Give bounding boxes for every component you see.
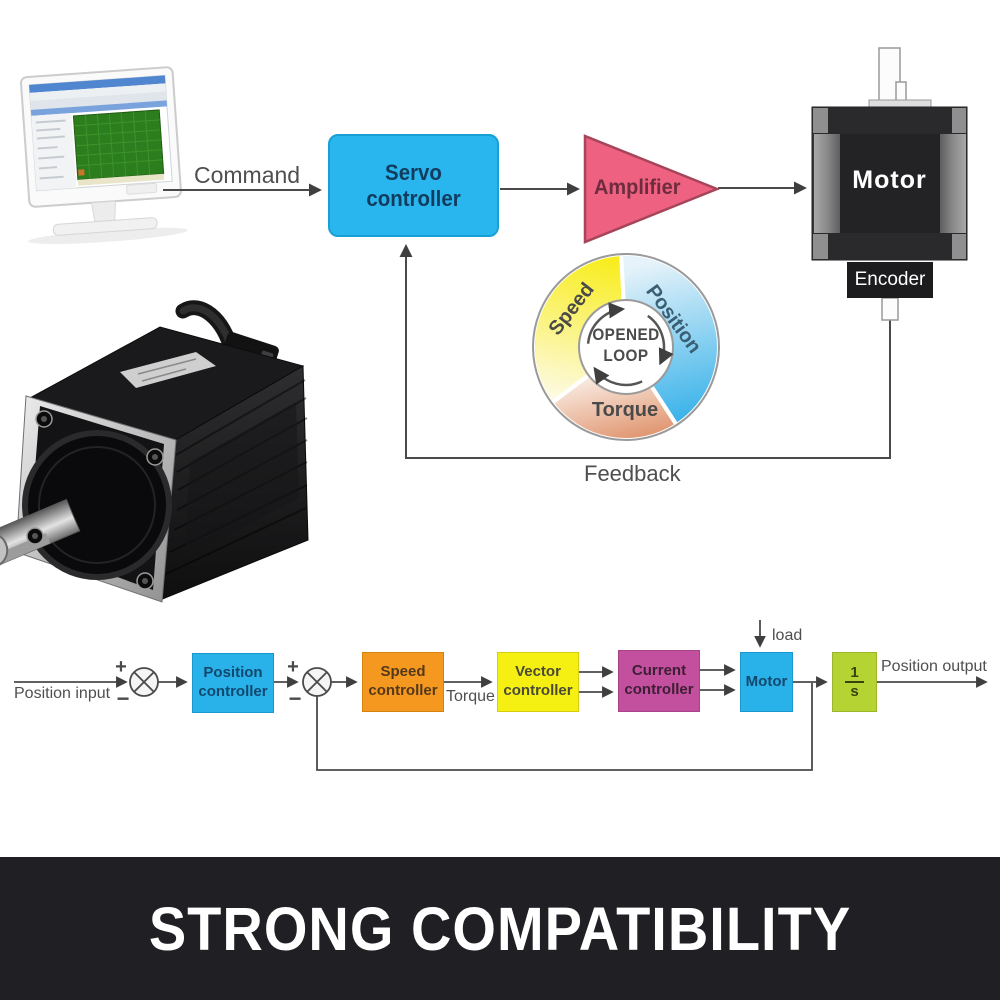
minus-sign-2: − [288, 686, 302, 711]
command-label: Command [194, 162, 301, 188]
feedback-label: Feedback [584, 461, 681, 486]
wheel-label-torque: Torque [591, 399, 659, 421]
vector-controller-box: Vector controller [497, 652, 579, 712]
integrator-box: 1 s [832, 652, 877, 712]
amplifier-triangle [583, 134, 721, 244]
motor-label [120, 352, 216, 388]
faceplate-screws [26, 410, 164, 590]
opened-loop-line2: LOOP [603, 346, 649, 366]
current-controller-box: Current controller [618, 650, 700, 712]
plus-sign-1: + [115, 656, 127, 678]
speed-controller-box: Speed controller [362, 652, 444, 712]
integrator-fraction: 1 s [845, 663, 864, 701]
encoder-shaft [881, 297, 899, 321]
position-output-label: Position output [881, 658, 987, 675]
stepper-motor-photo [0, 300, 309, 603]
computer-monitor-graphic [20, 66, 188, 244]
banner: STRONG COMPATIBILITY [0, 857, 1000, 1000]
banner-headline: STRONG COMPATIBILITY [148, 893, 852, 964]
summing-junctions [129, 667, 332, 697]
opened-loop-line1: OPENED [592, 325, 660, 344]
motor-front-boss [22, 430, 172, 580]
block-diagram-connectors [14, 620, 988, 771]
top-flow-connectors [163, 181, 891, 459]
position-input-label: Position input [14, 685, 111, 702]
amplifier-label: Amplifier [594, 176, 681, 199]
opened-loop-center-text: OPENED LOOP [576, 324, 676, 367]
motor-unit-label: Motor [852, 166, 927, 194]
minus-sign-1: − [116, 686, 130, 711]
load-label: load [772, 627, 803, 644]
encoder-label: Encoder [854, 269, 926, 290]
integrator-denominator: s [845, 681, 864, 700]
encoder-box: Encoder [847, 262, 933, 298]
position-controller-box: Position controller [192, 653, 274, 713]
plus-sign-2: + [287, 656, 299, 678]
servo-controller-box: Servo controller [328, 134, 499, 237]
torque-signal-label: Torque [446, 688, 495, 705]
opened-loop-wheel [530, 252, 721, 442]
motor-unit-graphic [811, 47, 968, 321]
block-feedback-path [316, 683, 813, 771]
feedback-path [399, 244, 891, 459]
motor-block-box: Motor [740, 652, 793, 712]
integrator-numerator: 1 [850, 663, 859, 681]
servo-controller-label: Servo controller [366, 159, 461, 211]
cycle-arrows-icon [586, 302, 674, 387]
